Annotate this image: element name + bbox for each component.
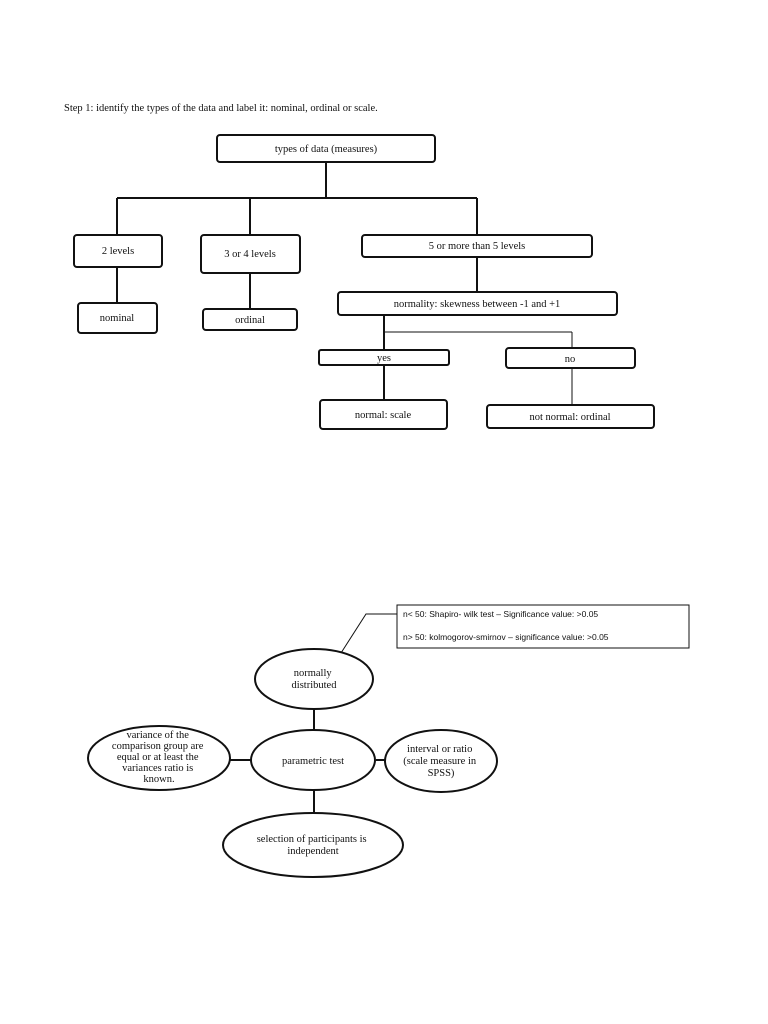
tree-node-not-normal-ordinal: not normal: ordinal — [486, 404, 655, 429]
ellipse-right-line-3: SPSS) — [428, 768, 455, 779]
tree-node-5-plus-levels: 5 or more than 5 levels — [361, 234, 593, 258]
ellipse-left-line-1: variance of the — [126, 730, 189, 741]
ellipse-bottom-line-1: selection of participants is — [257, 834, 367, 845]
note-box: n< 50: Shapiro- wilk test – Significance… — [396, 604, 690, 649]
tree-node-yes: yes — [318, 349, 450, 366]
ellipse-left-line-3: equal or at least the — [117, 752, 199, 763]
ellipse-interval-ratio: interval or ratio (scale measure in SPSS… — [384, 729, 498, 793]
ellipse-normally-distributed: normally distributed — [254, 648, 374, 710]
ellipse-independent-selection: selection of participants is independent — [222, 812, 404, 878]
tree-node-normal-scale-label: normal: scale — [355, 410, 412, 421]
ellipse-variance: variance of the comparison group are equ… — [87, 725, 231, 791]
tree-node-ordinal-label: ordinal — [235, 315, 265, 326]
tree-node-5-plus-levels-label: 5 or more than 5 levels — [429, 241, 526, 252]
svg-text:selection of participants is: selection of participants is independent — [257, 834, 370, 857]
tree-node-normality-label: normality: skewness between -1 and +1 — [394, 299, 561, 310]
tree-connectors — [116, 162, 573, 405]
step1-instruction: Step 1: identify the types of the data a… — [64, 103, 378, 114]
tree-node-3-4-levels-label: 3 or 4 levels — [224, 249, 276, 260]
ellipse-top-line-1: normally — [294, 668, 333, 679]
ellipse-left-line-2: comparison group are — [112, 741, 204, 752]
svg-text:normally distributed: normally distributed — [292, 668, 338, 691]
svg-text:variance of the compar: variance of the comparison group are equ… — [112, 730, 206, 785]
tree-node-no: no — [505, 347, 636, 369]
tree-node-normal-scale: normal: scale — [319, 399, 448, 430]
tree-root-node: types of data (measures) — [216, 134, 436, 163]
tree-node-no-label: no — [565, 354, 576, 365]
svg-text:interval or ratio (sca: interval or ratio (scale measure in SPSS… — [403, 744, 479, 779]
parametric-connectors — [230, 709, 386, 813]
note-line-2: n> 50: kolmogorov-smirnov – significance… — [403, 632, 609, 642]
tree-node-not-normal-ordinal-label: not normal: ordinal — [529, 412, 610, 423]
tree-node-3-4-levels: 3 or 4 levels — [200, 234, 301, 274]
tree-node-nominal-label: nominal — [100, 313, 134, 324]
tree-node-yes-label: yes — [377, 353, 391, 364]
tree-node-ordinal: ordinal — [202, 308, 298, 331]
note-callout-leader — [340, 613, 397, 654]
tree-root-label: types of data (measures) — [275, 144, 378, 155]
ellipse-bottom-line-2: independent — [287, 846, 338, 857]
ellipse-top-line-2: distributed — [292, 680, 338, 691]
ellipse-center-label: parametric test — [282, 756, 344, 767]
ellipse-parametric-test: parametric test — [250, 729, 376, 791]
tree-node-nominal: nominal — [77, 302, 158, 334]
note-line-1: n< 50: Shapiro- wilk test – Significance… — [403, 609, 598, 619]
ellipse-left-line-4: variances ratio is — [122, 763, 193, 774]
tree-node-2-levels: 2 levels — [73, 234, 163, 268]
tree-node-2-levels-label: 2 levels — [102, 246, 134, 257]
ellipse-left-line-5: known. — [143, 774, 174, 785]
ellipse-right-line-2: (scale measure in — [403, 756, 477, 767]
tree-node-normality: normality: skewness between -1 and +1 — [337, 291, 618, 316]
ellipse-right-line-1: interval or ratio — [407, 744, 472, 755]
